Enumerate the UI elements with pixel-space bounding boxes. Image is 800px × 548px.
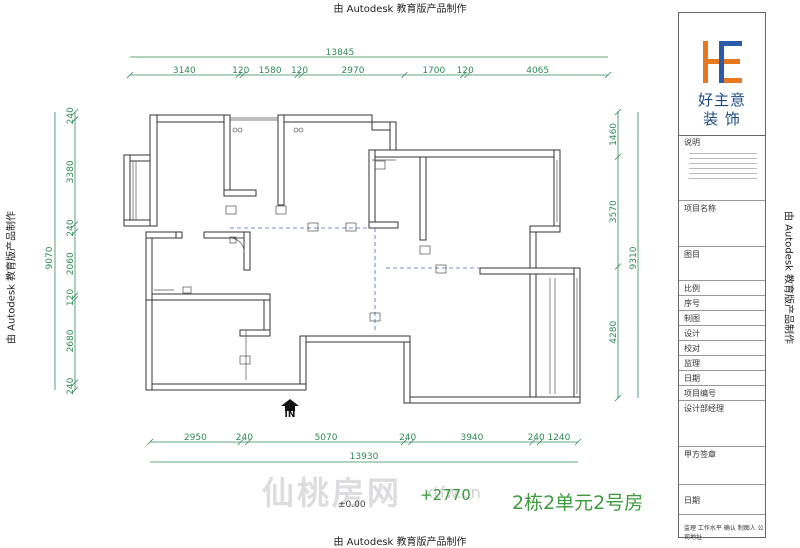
bottom-segment-dim-3: 240 bbox=[399, 433, 416, 443]
bottom-segment-dim-0: 2950 bbox=[184, 433, 207, 443]
top-total-dim: 13845 bbox=[326, 48, 355, 58]
left-segment-dim-3: 2060 bbox=[66, 252, 76, 275]
tb-drafter: 制图 bbox=[679, 311, 765, 326]
company-line-1: 好主意 bbox=[697, 91, 746, 109]
house-arrow-icon bbox=[281, 399, 299, 411]
exterior-walls bbox=[123, 114, 581, 404]
top-segment-dim-0: 3140 bbox=[173, 66, 196, 76]
left-segment-dim-2: 240 bbox=[66, 219, 76, 236]
tb-design-manager: 设计部经理 bbox=[679, 401, 765, 447]
tb-drawing-title: 图目 bbox=[679, 247, 765, 281]
fixtures bbox=[182, 127, 447, 365]
left-total-dim: 9070 bbox=[45, 246, 55, 269]
site-watermark-url: xtfw.cn bbox=[424, 483, 481, 502]
bottom-segment-dim-5: 240 bbox=[528, 433, 545, 443]
left-segment-dim-1: 3380 bbox=[66, 160, 76, 183]
top-segment-dim-7: 4065 bbox=[526, 66, 549, 76]
tb-supervisor: 监理 bbox=[679, 356, 765, 371]
bottom-segment-dim-6: 1240 bbox=[547, 433, 570, 443]
top-segment-dim-2: 1580 bbox=[259, 66, 282, 76]
right-segment-dim-1: 3570 bbox=[609, 200, 619, 223]
top-segment-dim-3: 120 bbox=[291, 66, 308, 76]
notes-label: 说明 bbox=[684, 138, 700, 147]
title-block: 好主意 装 饰 说明 项目名称 图目 比例 序号 制图 设计 校对 监理 日期 … bbox=[678, 12, 766, 541]
tb-project-name: 项目名称 bbox=[679, 201, 765, 247]
windows-and-doors bbox=[132, 117, 578, 394]
tb-client-signature: 甲方签章 bbox=[679, 447, 765, 485]
right-segment-dim-2: 4280 bbox=[609, 321, 619, 344]
tb-client-date: 日期 bbox=[679, 485, 765, 515]
bottom-total-dim: 13930 bbox=[350, 452, 379, 462]
bottom-segment-dim-4: 3940 bbox=[460, 433, 483, 443]
entry-label: IN bbox=[284, 410, 296, 420]
company-line-2: 装 饰 bbox=[703, 110, 741, 128]
floor-elevation-label: ±0.00 bbox=[338, 500, 366, 510]
bottom-segment-dim-1: 240 bbox=[236, 433, 253, 443]
tb-designer: 设计 bbox=[679, 326, 765, 341]
site-watermark: 仙桃房网 bbox=[262, 474, 403, 512]
left-dimension-chain: 9070 240 3380 240 2060 120 2680 240 bbox=[45, 107, 79, 395]
bottom-segment-dim-2: 5070 bbox=[315, 433, 338, 443]
left-segment-dim-6: 240 bbox=[66, 377, 76, 394]
left-segment-dim-0: 240 bbox=[66, 107, 76, 124]
notes-body bbox=[689, 149, 757, 189]
tb-scale: 比例 bbox=[679, 281, 765, 296]
tb-sequence: 序号 bbox=[679, 296, 765, 311]
notes-cell: 说明 bbox=[679, 135, 765, 201]
top-segment-dim-6: 120 bbox=[457, 66, 474, 76]
entry-marker: IN bbox=[279, 397, 301, 420]
right-segment-dim-0: 1460 bbox=[609, 123, 619, 146]
top-segment-dim-1: 120 bbox=[232, 66, 249, 76]
tb-project-number: 项目编号 bbox=[679, 386, 765, 401]
company-name: 好主意 装 饰 bbox=[687, 91, 757, 129]
left-segment-dim-4: 120 bbox=[66, 289, 76, 306]
top-segment-dim-5: 1700 bbox=[422, 66, 445, 76]
level-label: +2770 bbox=[420, 486, 471, 504]
left-segment-dim-5: 2680 bbox=[66, 329, 76, 352]
tb-footer: 监理 工作水平 确认 制图人 公司地址 bbox=[684, 525, 764, 541]
edu-watermark-top: 由 Autodesk 教育版产品制作 bbox=[333, 4, 467, 15]
top-dimension-chain: 13845 3140 120 1580 120 2970 1700 120 4065 bbox=[126, 48, 612, 79]
project-title: 2栋2单元2号房 bbox=[512, 492, 644, 514]
right-total-dim: 9310 bbox=[629, 246, 639, 269]
logo-icon bbox=[703, 41, 742, 83]
right-dimension-chain: 9310 1460 3570 4280 bbox=[609, 108, 639, 402]
edu-watermark-bottom: 由 Autodesk 教育版产品制作 bbox=[333, 537, 467, 548]
tb-date: 日期 bbox=[679, 371, 765, 386]
tb-checker: 校对 bbox=[679, 341, 765, 356]
interior-walls bbox=[151, 114, 537, 398]
company-logo: 好主意 装 饰 bbox=[679, 13, 765, 136]
top-segment-dim-4: 2970 bbox=[342, 66, 365, 76]
